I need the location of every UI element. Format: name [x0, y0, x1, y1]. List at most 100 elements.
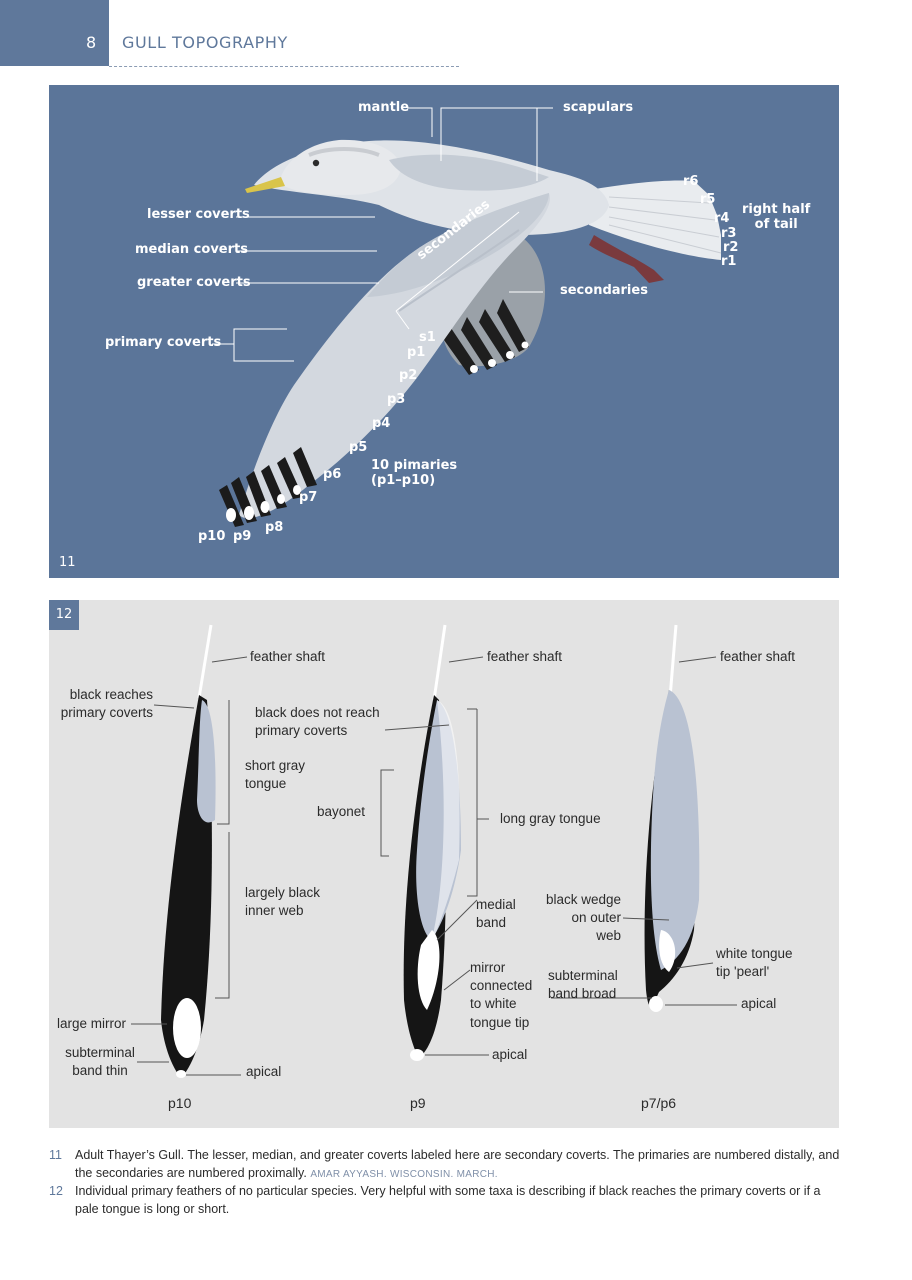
- p10-largely-black-label: largely black inner web: [245, 884, 320, 920]
- page-number-tab: [0, 0, 109, 66]
- label-mantle: mantle: [358, 100, 410, 115]
- label-lesser-coverts: lesser coverts: [147, 207, 250, 222]
- p10-subterminal-line-2: band thin: [72, 1063, 128, 1079]
- p7-white-tip-line-1: white tongue: [716, 946, 793, 961]
- p10-subterminal-label: subterminal band thin: [60, 1044, 140, 1080]
- p9-mirror-line-3: to white: [470, 996, 517, 1012]
- p10-black-reaches-line-1: black reaches: [69, 687, 153, 702]
- feather-p10: [161, 624, 216, 1078]
- label-secondaries: secondaries: [560, 283, 648, 298]
- figure-11-gull-photo: mantle scapulars lesser coverts median c…: [49, 85, 839, 578]
- p7-wedge-line-3: web: [596, 928, 621, 944]
- caption-11-number: 11: [49, 1148, 62, 1162]
- label-r5: r5: [700, 192, 716, 207]
- label-p10: p10: [198, 529, 226, 544]
- feather-p7-p6: [644, 624, 700, 1012]
- p9-medial-line-2: band: [476, 915, 507, 931]
- gull-leader-lines: [212, 107, 553, 362]
- p7-shaft-label: feather shaft: [720, 649, 796, 664]
- caption-12-number: 12: [49, 1184, 63, 1198]
- label-r2: r2: [723, 240, 739, 255]
- p7-subterminal-line-2: band broad: [548, 986, 617, 1002]
- p7-white-tip-line-2: tip 'pearl': [716, 964, 770, 980]
- p10-largely-black-line-1: largely black: [245, 885, 321, 900]
- header-divider: [109, 66, 459, 67]
- p9-not-reach-line-2: primary coverts: [255, 723, 348, 739]
- label-r4: r4: [714, 211, 730, 226]
- chapter-title: GULL TOPOGRAPHY: [122, 33, 288, 52]
- p9-medial-band-label: medial band: [476, 896, 516, 932]
- p9-mirror-label: mirror connected to white tongue tip: [470, 959, 532, 1032]
- p10-black-reaches-label: black reaches primary coverts: [53, 686, 153, 722]
- gull-bill: [245, 177, 285, 193]
- p9-not-reach-label: black does not reach primary coverts: [255, 704, 380, 740]
- p7-black-wedge-label: black wedge on outer web: [521, 891, 621, 946]
- caption-12: 12 Individual primary feathers of no par…: [49, 1182, 849, 1218]
- tail-line-1: right half: [742, 202, 811, 217]
- p10-short-gray-line-2: tongue: [245, 776, 287, 792]
- caption-11-text: Adult Thayer’s Gull. The lesser, median,…: [75, 1148, 840, 1181]
- p9-not-reach-line-1: black does not reach: [255, 705, 380, 720]
- p10-shaft-label: feather shaft: [250, 649, 326, 664]
- primaries-note-line-2: (p1–p10): [371, 472, 436, 488]
- p10-subterminal-line-1: subterminal: [65, 1045, 135, 1060]
- label-p2: p2: [399, 368, 418, 383]
- figure-11-number: 11: [59, 555, 76, 570]
- p9-long-gray-label: long gray tongue: [500, 811, 601, 826]
- feather-p9: [403, 624, 461, 1061]
- tail-line-2: of tail: [754, 216, 798, 232]
- p7-wedge-line-1: black wedge: [545, 892, 621, 907]
- p10-largely-black-line-2: inner web: [245, 903, 304, 919]
- label-r6: r6: [683, 174, 699, 189]
- p10-large-mirror-label: large mirror: [57, 1016, 127, 1031]
- caption-12-text: Individual primary feathers of no partic…: [75, 1184, 821, 1217]
- p7-wedge-line-2: on outer: [571, 910, 621, 926]
- far-wing-tips: [444, 299, 529, 375]
- p10-short-gray-label: short gray tongue: [245, 757, 305, 793]
- feather-illustration: [131, 624, 737, 1078]
- p9-medial-line-1: medial: [476, 897, 516, 912]
- label-r1: r1: [721, 254, 737, 269]
- p10-short-gray-line-1: short gray: [245, 758, 306, 773]
- label-greater-coverts: greater coverts: [137, 275, 251, 290]
- label-p3: p3: [387, 392, 406, 407]
- p9-apical-label: apical: [492, 1047, 528, 1062]
- feather-name-p7-p6: p7/p6: [641, 1095, 677, 1111]
- figure-12-number: 12: [49, 600, 79, 630]
- label-primary-coverts: primary coverts: [105, 335, 222, 350]
- p9-shaft-label: feather shaft: [487, 649, 563, 664]
- feather-name-p10: p10: [168, 1095, 192, 1111]
- gull-tail: [589, 180, 721, 260]
- label-primaries-note: 10 pimaries (p1–p10): [371, 458, 458, 489]
- p7-white-tip-label: white tongue tip 'pearl': [716, 945, 793, 981]
- label-s1: s1: [419, 330, 436, 345]
- feather-leader-lines: [131, 656, 737, 1076]
- gull-illustration: [212, 107, 722, 527]
- gull-eye: [312, 159, 320, 167]
- p7-subterminal-line-1: subterminal: [548, 968, 618, 983]
- p9-mirror-line-2: connected: [470, 978, 533, 994]
- p7-apical-label: apical: [741, 996, 777, 1011]
- caption-11-body: Adult Thayer’s Gull. The lesser, median,…: [75, 1146, 845, 1183]
- page-number: 8: [86, 33, 97, 52]
- primaries-note-line-1: 10 pimaries: [371, 458, 458, 473]
- p9-mirror-line-4: tongue tip: [470, 1014, 530, 1030]
- label-p6: p6: [323, 467, 342, 482]
- p10-apical-label: apical: [246, 1064, 282, 1079]
- label-p5: p5: [349, 440, 368, 455]
- label-p1: p1: [407, 345, 426, 360]
- feather-name-p9: p9: [410, 1095, 426, 1111]
- label-median-coverts: median coverts: [135, 242, 248, 257]
- p7-subterminal-label: subterminal band broad: [548, 967, 618, 1003]
- p9-mirror-line-1: mirror: [470, 960, 506, 975]
- primary-mirrors: [226, 485, 301, 522]
- label-scapulars: scapulars: [563, 100, 634, 115]
- p9-bayonet-label: bayonet: [317, 804, 366, 819]
- caption-11-credit: AMAR AYYASH. WISCONSIN. MARCH.: [310, 1169, 498, 1181]
- gull-mantle: [389, 154, 549, 191]
- p10-black-reaches-line-2: primary coverts: [60, 705, 153, 721]
- caption-11: 11 Adult Thayer’s Gull. The lesser, medi…: [49, 1146, 849, 1182]
- label-p9: p9: [233, 529, 252, 544]
- label-p4: p4: [372, 416, 391, 431]
- gull-legs: [589, 235, 664, 283]
